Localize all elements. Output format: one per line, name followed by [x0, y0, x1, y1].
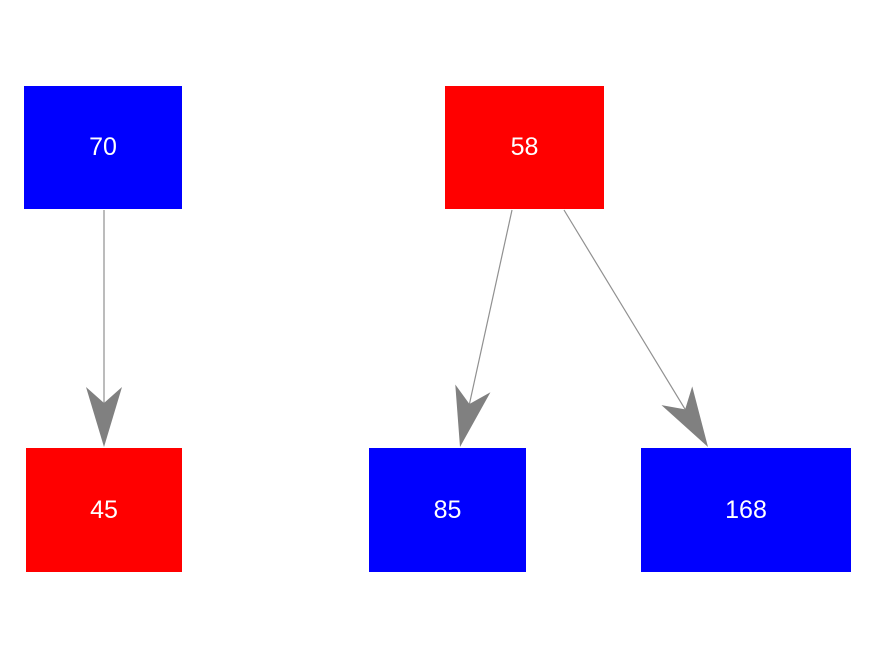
node-label: 45: [90, 495, 118, 524]
edge-arrowhead: [86, 387, 122, 447]
graph-node-58[interactable]: 58: [445, 86, 604, 209]
graph-node-85[interactable]: 85: [369, 448, 526, 572]
node-label: 58: [510, 133, 539, 161]
node-label: 85: [433, 495, 462, 524]
graph-node-70[interactable]: 70: [24, 86, 182, 209]
edge-arrowhead: [455, 384, 491, 447]
node-label: 168: [725, 495, 767, 524]
graph-node-168[interactable]: 168: [641, 448, 851, 572]
edge-arrowhead: [661, 386, 708, 447]
edge-line: [563, 209, 690, 417]
edges-group: [86, 209, 708, 447]
graph-node-45[interactable]: 45: [26, 448, 182, 572]
node-label: 70: [89, 133, 117, 161]
edge-line: [467, 209, 513, 412]
